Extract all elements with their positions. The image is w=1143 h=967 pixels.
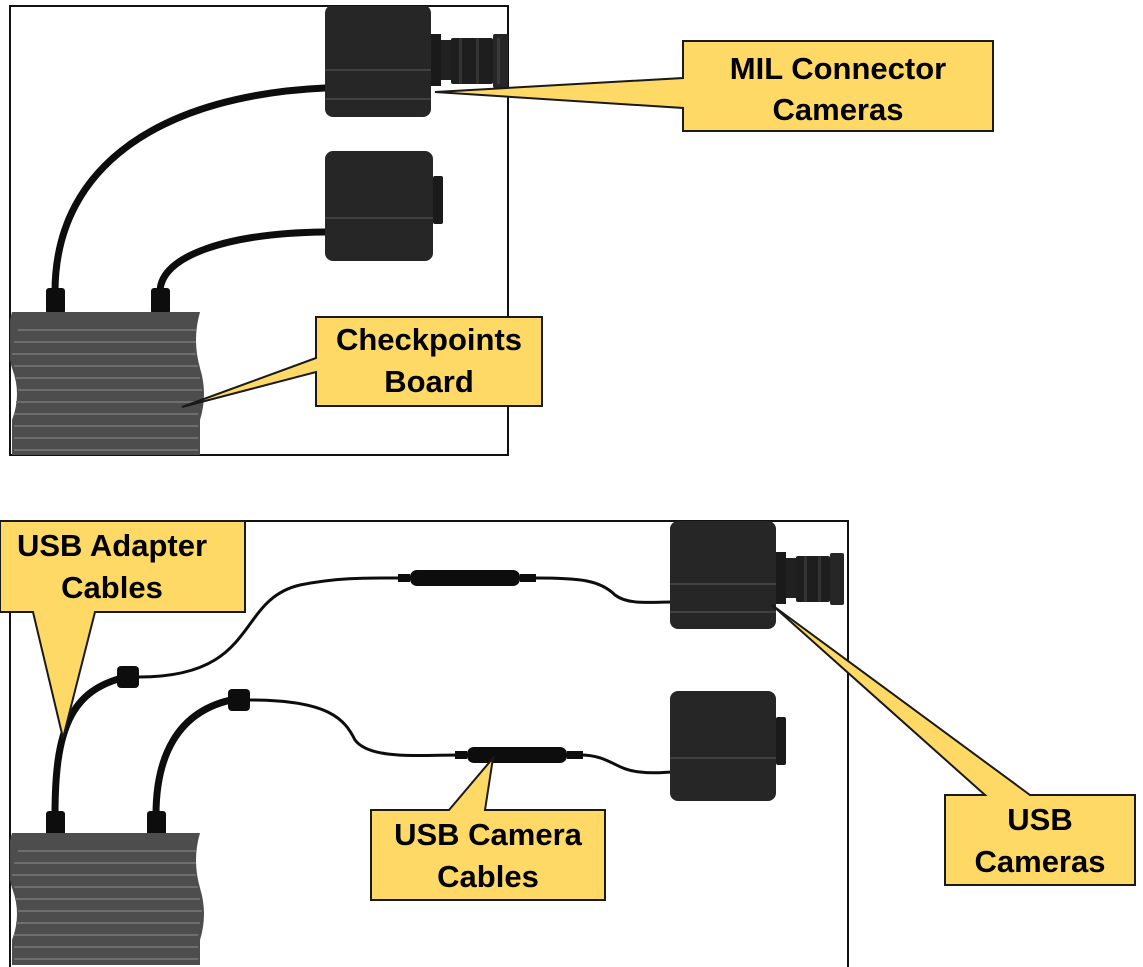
usb-cameras-callout-line1: USB bbox=[1007, 802, 1072, 837]
top-panel: MIL Connector Cameras Checkpoints Board bbox=[9, 5, 994, 456]
camera-cables-callout-line1: USB Camera bbox=[394, 817, 583, 852]
top-cable-short bbox=[156, 228, 329, 296]
checkpoints-callout-line1: Checkpoints bbox=[336, 322, 522, 357]
usb-camera-cable-upper-end bbox=[534, 576, 674, 604]
adapter-callout-line2: Cables bbox=[61, 570, 163, 605]
top-camera-plain bbox=[325, 151, 443, 261]
top-camera-with-lens bbox=[325, 6, 508, 117]
adapter-connector-left bbox=[117, 666, 139, 688]
bottom-checkpoints-board bbox=[10, 833, 204, 965]
usb-camera-cable-lower-end bbox=[579, 753, 674, 775]
adapter-cable-right bbox=[152, 695, 240, 819]
checkpoints-board-callout: Checkpoints Board bbox=[181, 316, 543, 408]
adapter-cable-left bbox=[51, 673, 130, 819]
usb-cameras-callout: USB Cameras bbox=[771, 604, 1136, 886]
adapter-connector-right bbox=[228, 689, 250, 711]
usb-cameras-callout-line2: Cameras bbox=[975, 844, 1106, 879]
bottom-camera-plain bbox=[670, 691, 786, 801]
bottom-panel: USB Adapter Cables USB Camera Cables USB… bbox=[0, 520, 1136, 967]
mil-connector-cameras-callout: MIL Connector Cameras bbox=[434, 40, 994, 132]
mil-callout-line2: Cameras bbox=[773, 92, 904, 127]
inline-cable-body-upper bbox=[398, 570, 536, 586]
bottom-connector-right bbox=[147, 811, 166, 837]
mil-callout-line1: MIL Connector bbox=[730, 51, 946, 86]
top-checkpoints-board bbox=[10, 312, 204, 455]
usb-camera-cables-callout: USB Camera Cables bbox=[370, 754, 606, 901]
checkpoints-callout-line2: Board bbox=[384, 364, 474, 399]
top-connector-right bbox=[151, 288, 170, 314]
usb-adapter-cables-callout: USB Adapter Cables bbox=[0, 520, 246, 739]
bottom-camera-with-lens bbox=[670, 521, 844, 629]
adapter-callout-line1: USB Adapter bbox=[17, 528, 207, 563]
bottom-connector-left bbox=[46, 811, 65, 837]
usb-camera-cable-lower bbox=[249, 698, 461, 758]
camera-cables-callout-line2: Cables bbox=[437, 859, 539, 894]
top-cable-long bbox=[51, 84, 329, 296]
top-connector-left bbox=[46, 288, 65, 314]
usb-camera-cable-upper bbox=[138, 576, 406, 679]
inline-cable-body-lower bbox=[455, 747, 583, 763]
